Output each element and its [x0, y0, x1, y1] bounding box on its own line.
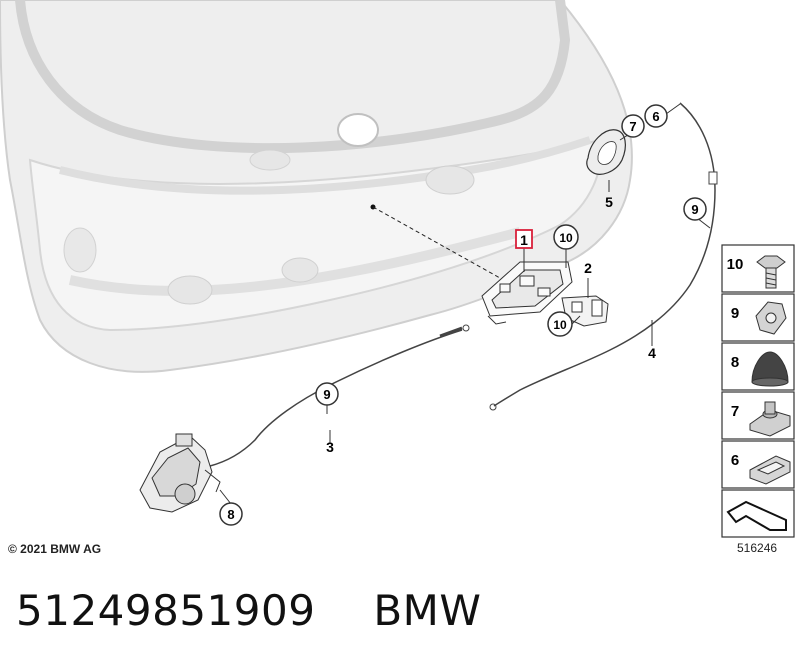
cable-4-clip-top: [708, 171, 718, 185]
cable-3-end: [439, 326, 463, 338]
footer-caption: 51249851909 BMW: [16, 586, 481, 635]
callout-2: 2: [584, 260, 592, 276]
tailgate-rib-top: [59, 136, 592, 195]
svg-text:2: 2: [584, 260, 592, 276]
lock-assembly: [481, 261, 573, 325]
brand-name: BMW: [373, 586, 482, 635]
svg-text:9: 9: [323, 387, 330, 402]
callout-leaders: [219, 103, 711, 505]
svg-text:10: 10: [553, 318, 567, 332]
part-number: 51249851909: [16, 586, 316, 635]
cable-clip-icon: [755, 301, 787, 335]
svg-text:4: 4: [648, 345, 656, 361]
callout-8: 8: [219, 502, 243, 526]
svg-text:5: 5: [605, 194, 613, 210]
installation-arrow-icon: [726, 500, 787, 531]
cable-3: [209, 329, 463, 467]
callout-9-left: 9: [315, 382, 339, 406]
bolt-icon: [756, 255, 786, 289]
tailgate-pocket-far-left: [63, 227, 97, 273]
tailgate-pocket-left: [167, 275, 213, 305]
parts-legend: 10 9 8 7 6: [721, 244, 795, 538]
legend-label-8: 8: [731, 354, 739, 371]
cable-4-end-eye: [489, 403, 497, 411]
rubber-buffer-icon: [751, 351, 789, 387]
callout-9-right: 9: [683, 197, 707, 221]
callout-1: 1: [515, 229, 533, 249]
legend-label-9: 9: [731, 305, 739, 322]
svg-text:6: 6: [652, 109, 659, 124]
callout-3: 3: [326, 439, 334, 455]
diagram-number: 516246: [737, 541, 778, 555]
actuator-drive: [139, 433, 221, 513]
svg-text:9: 9: [691, 202, 698, 217]
svg-text:3: 3: [326, 439, 334, 455]
svg-text:1: 1: [520, 232, 528, 248]
leader-dashed-line: [372, 206, 501, 279]
callout-10-upper: 10: [553, 224, 579, 250]
svg-text:7: 7: [629, 119, 636, 134]
bracket-clip-icon: [749, 455, 791, 485]
svg-text:10: 10: [559, 231, 573, 245]
svg-text:8: 8: [227, 507, 234, 522]
callout-4: 4: [648, 345, 656, 361]
tailgate-rib-lower: [68, 227, 522, 296]
tailgate-pocket-right: [425, 165, 475, 195]
callout-10-lower: 10: [547, 311, 573, 337]
striker-bracket: [561, 295, 609, 327]
tailgate-pocket-mid: [281, 257, 319, 283]
callout-5: 5: [605, 194, 613, 210]
handle-part-5: [586, 129, 626, 175]
cable-3-end-eye: [462, 324, 470, 332]
tailgate-pocket-top: [249, 149, 291, 171]
callout-7: 7: [621, 114, 645, 138]
legend-label-7: 7: [731, 403, 739, 420]
legend-label-10: 10: [727, 256, 744, 273]
tailgate-lock-opening: [337, 113, 379, 147]
tailgate-illustration: [0, 0, 633, 373]
legend-cell-10: [721, 244, 795, 293]
nut-clip-icon: [749, 401, 791, 437]
callout-6: 6: [644, 104, 668, 128]
copyright-notice: © 2021 BMW AG: [8, 542, 102, 556]
legend-label-6: 6: [731, 452, 739, 469]
tailgate-window-frame: [15, 0, 571, 154]
